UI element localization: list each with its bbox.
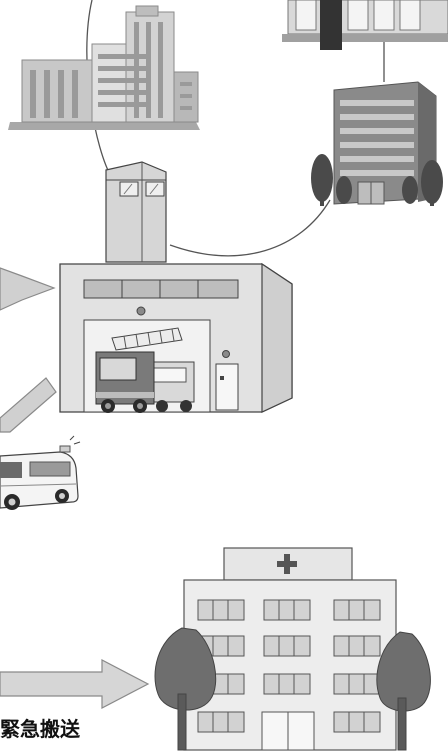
connector-apartment-to-station <box>169 199 331 257</box>
arrow-icon <box>0 267 57 433</box>
office-building-icon <box>8 5 200 130</box>
person-figure <box>320 0 342 50</box>
ambulance-icon <box>0 435 81 510</box>
emergency-transport-label: 緊急搬送 <box>0 717 81 741</box>
storefront-icon <box>282 0 448 50</box>
fire-engine-icon <box>95 327 195 413</box>
tree-icon <box>154 627 431 751</box>
hospital-icon <box>183 547 397 751</box>
apartment-building-icon <box>311 81 443 206</box>
tree-icon <box>311 154 443 206</box>
emergency-transport-arrow <box>0 659 150 709</box>
